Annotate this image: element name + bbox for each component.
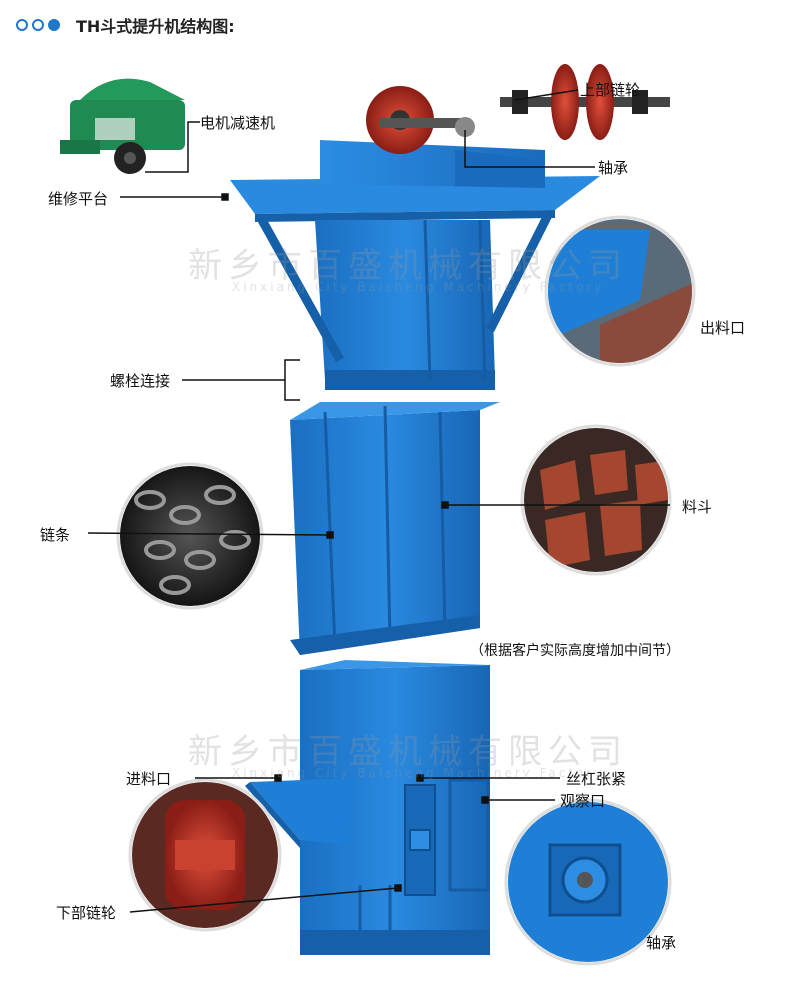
label-inspection-port: 观察口 <box>560 792 606 810</box>
label-motor-reducer: 电机减速机 <box>200 114 276 132</box>
watermark-text: 新乡市百盛机械有限公司 <box>188 732 628 772</box>
label-inlet: 进料口 <box>126 770 172 788</box>
label-bearing-bottom: 轴承 <box>646 934 677 952</box>
bottom-sprocket-image <box>128 778 282 932</box>
leader-lines <box>87 89 670 913</box>
watermark-subtext: Xinxiang City Baisheng Machinery Factory <box>232 766 605 780</box>
top-sprocket-image <box>500 64 670 140</box>
label-screw-tension: 丝杠张紧 <box>566 770 627 788</box>
label-bolt-connection: 螺栓连接 <box>110 372 171 390</box>
label-top-sprocket: 上部链轮 <box>580 81 641 99</box>
middle-section <box>290 402 500 655</box>
watermark-subtext: Xinxiang City Baisheng Machinery Factory <box>232 280 605 294</box>
label-bottom-sprocket: 下部链轮 <box>56 904 117 922</box>
label-middle-note: （根据客户实际高度增加中间节） <box>470 643 680 659</box>
bullet-circle-icon <box>48 19 60 31</box>
watermark-text: 新乡市百盛机械有限公司 <box>188 246 628 286</box>
bullet-circle-icon <box>16 19 28 31</box>
top-head-section <box>230 86 600 390</box>
chain-detail-image <box>116 462 264 610</box>
label-bucket: 料斗 <box>682 498 713 516</box>
label-bearing-top: 轴承 <box>598 159 629 177</box>
section-header: TH斗式提升机结构图: <box>16 14 235 36</box>
label-outlet: 出料口 <box>700 319 746 337</box>
outlet-detail-image <box>544 215 696 367</box>
label-chain: 链条 <box>40 526 71 544</box>
page-title: TH斗式提升机结构图: <box>76 17 235 36</box>
motor-reducer-image <box>60 78 185 174</box>
bullet-circle-icon <box>32 19 44 31</box>
bottom-section <box>245 660 490 955</box>
bucket-detail-image <box>520 424 672 576</box>
bearing-detail-image <box>504 798 672 966</box>
label-platform: 维修平台 <box>48 190 109 208</box>
